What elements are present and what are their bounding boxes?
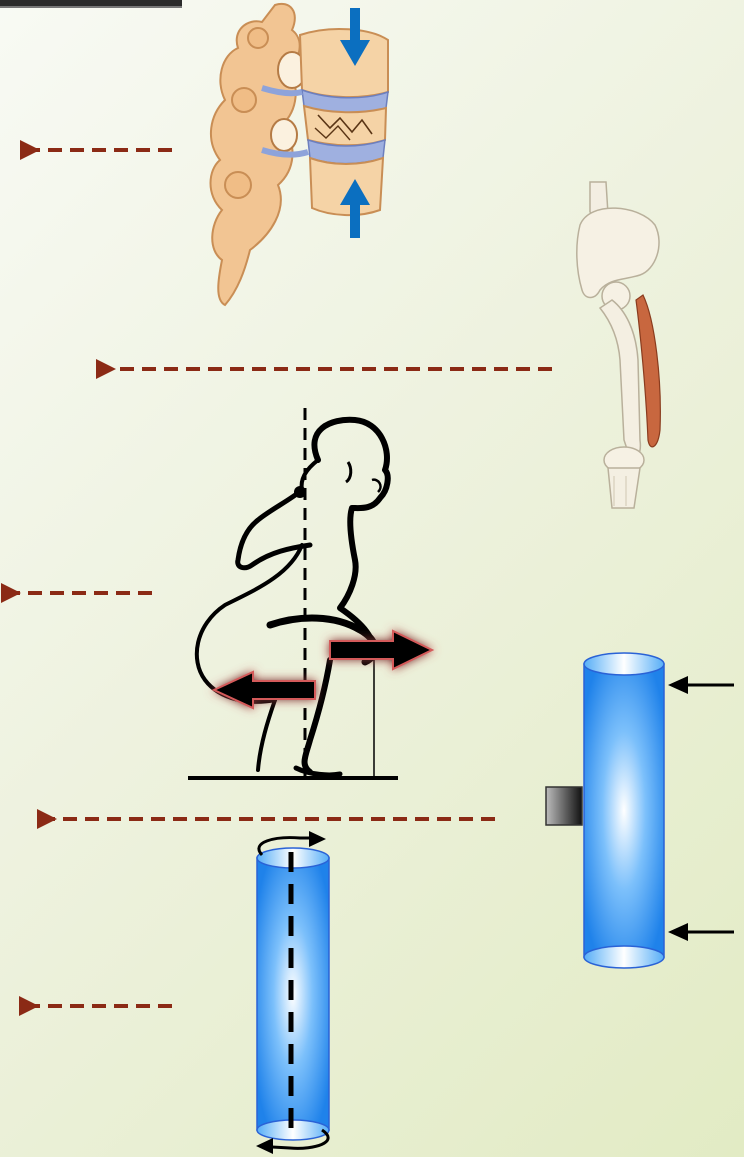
vertebrae-illustration-icon [211, 4, 389, 305]
bending-cylinder-icon [546, 653, 734, 968]
bending-force-arrow-bottom [668, 923, 734, 941]
bending-force-arrow-top [668, 676, 734, 694]
force-arrow-right [330, 631, 432, 669]
torsion-cylinder-icon [256, 831, 329, 1154]
leg-skeleton-illustration-icon [577, 182, 661, 508]
squatting-person-icon [188, 408, 432, 778]
